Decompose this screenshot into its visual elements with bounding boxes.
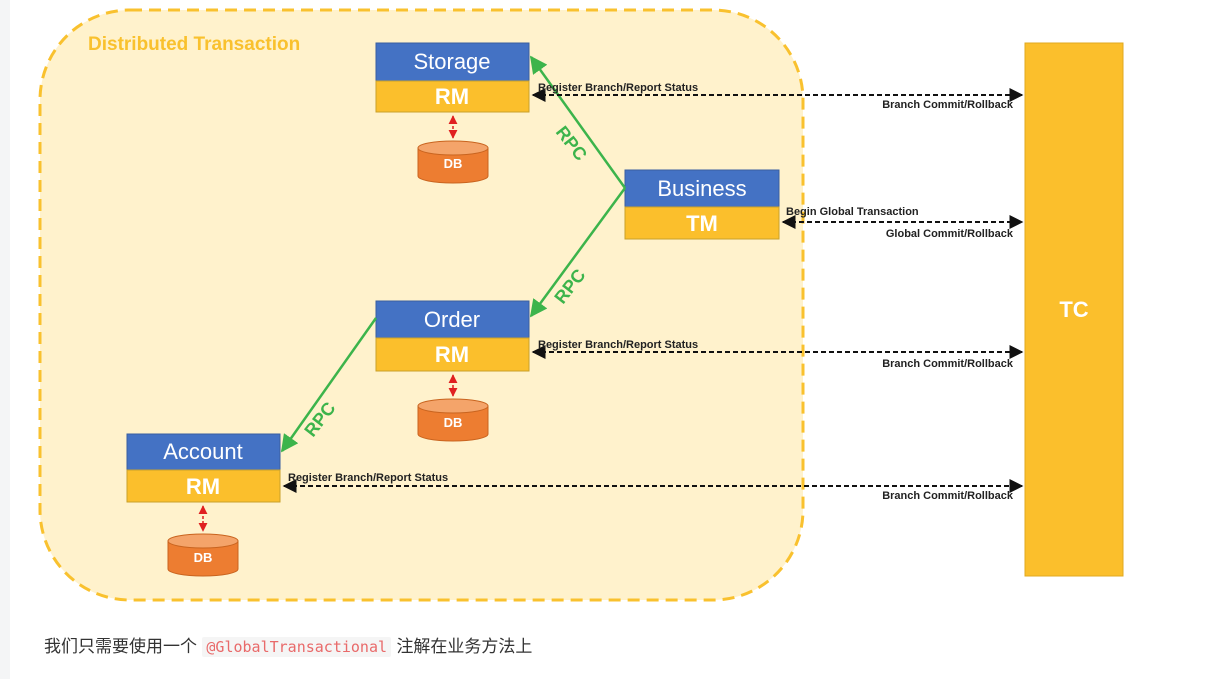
page-left-strip <box>0 0 10 679</box>
account-service: Account RM <box>126 433 281 503</box>
order-service: Order RM <box>375 300 530 372</box>
account-register-label: Register Branch/Report Status <box>288 472 448 484</box>
account-title: Account <box>163 439 243 464</box>
caption-text-after: 注解在业务方法上 <box>396 637 533 657</box>
storage-title: Storage <box>413 49 490 74</box>
order-title: Order <box>424 307 480 332</box>
rpc-business-to-order-arrow <box>529 187 627 318</box>
storage-service: Storage RM <box>375 42 530 113</box>
region-title: Distributed Transaction <box>88 34 300 55</box>
caption-code-annotation: @GlobalTransactional <box>202 637 392 657</box>
account-db-label: DB <box>194 550 213 565</box>
storage-rm-label: RM <box>435 84 469 109</box>
order-branch-commit-label: Branch Commit/Rollback <box>882 358 1014 370</box>
order-db-icon: DB <box>417 398 489 442</box>
seata-architecture-diagram: Distributed Transaction TC Storage RM Bu… <box>38 8 1124 602</box>
business-title: Business <box>657 176 746 201</box>
tc-label: TC <box>1059 297 1088 322</box>
business-begin-global-label: Begin Global Transaction <box>786 206 919 218</box>
order-register-label: Register Branch/Report Status <box>538 339 698 351</box>
rpc-order-to-account-arrow <box>280 317 378 453</box>
storage-branch-commit-label: Branch Commit/Rollback <box>882 99 1014 111</box>
account-branch-commit-label: Branch Commit/Rollback <box>882 490 1014 502</box>
caption-paragraph: 我们只需要使用一个 @GlobalTransactional 注解在业务方法上 <box>44 632 532 657</box>
order-rm-label: RM <box>435 342 469 367</box>
order-db-label: DB <box>444 415 463 430</box>
caption-text-before: 我们只需要使用一个 <box>44 637 197 657</box>
business-service: Business TM <box>624 169 780 240</box>
business-global-commit-label: Global Commit/Rollback <box>886 228 1014 240</box>
account-db-icon: DB <box>167 533 239 577</box>
business-tm-label: TM <box>686 211 718 236</box>
storage-register-label: Register Branch/Report Status <box>538 82 698 94</box>
storage-db-icon: DB <box>417 140 489 184</box>
account-rm-label: RM <box>186 474 220 499</box>
rpc-business-to-storage-arrow <box>529 55 627 189</box>
tc-coordinator: TC <box>1024 42 1124 577</box>
storage-db-label: DB <box>444 156 463 171</box>
